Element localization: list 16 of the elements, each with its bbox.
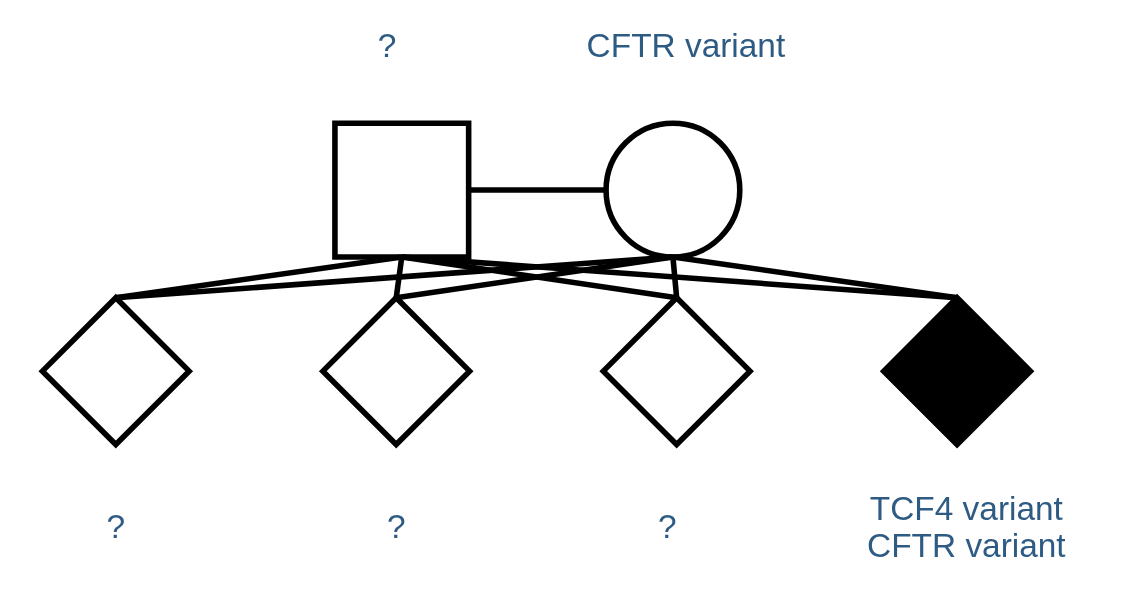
node-label: CFTR variant <box>866 526 1066 564</box>
node-label: ? <box>105 508 125 546</box>
node-label: CFTR variant <box>586 27 785 65</box>
connector <box>401 254 957 301</box>
connector <box>468 187 606 193</box>
node-box <box>331 120 471 260</box>
connector <box>669 256 679 299</box>
node-diamond <box>879 293 1034 449</box>
connector <box>672 254 957 301</box>
connector <box>115 254 673 301</box>
node-label: ? <box>386 508 406 546</box>
node-label: ? <box>657 508 677 546</box>
node-circle <box>602 120 743 260</box>
node-label: TCF4 variant <box>869 489 1063 527</box>
node-label: ? <box>377 27 396 65</box>
node-diamond <box>38 293 193 449</box>
